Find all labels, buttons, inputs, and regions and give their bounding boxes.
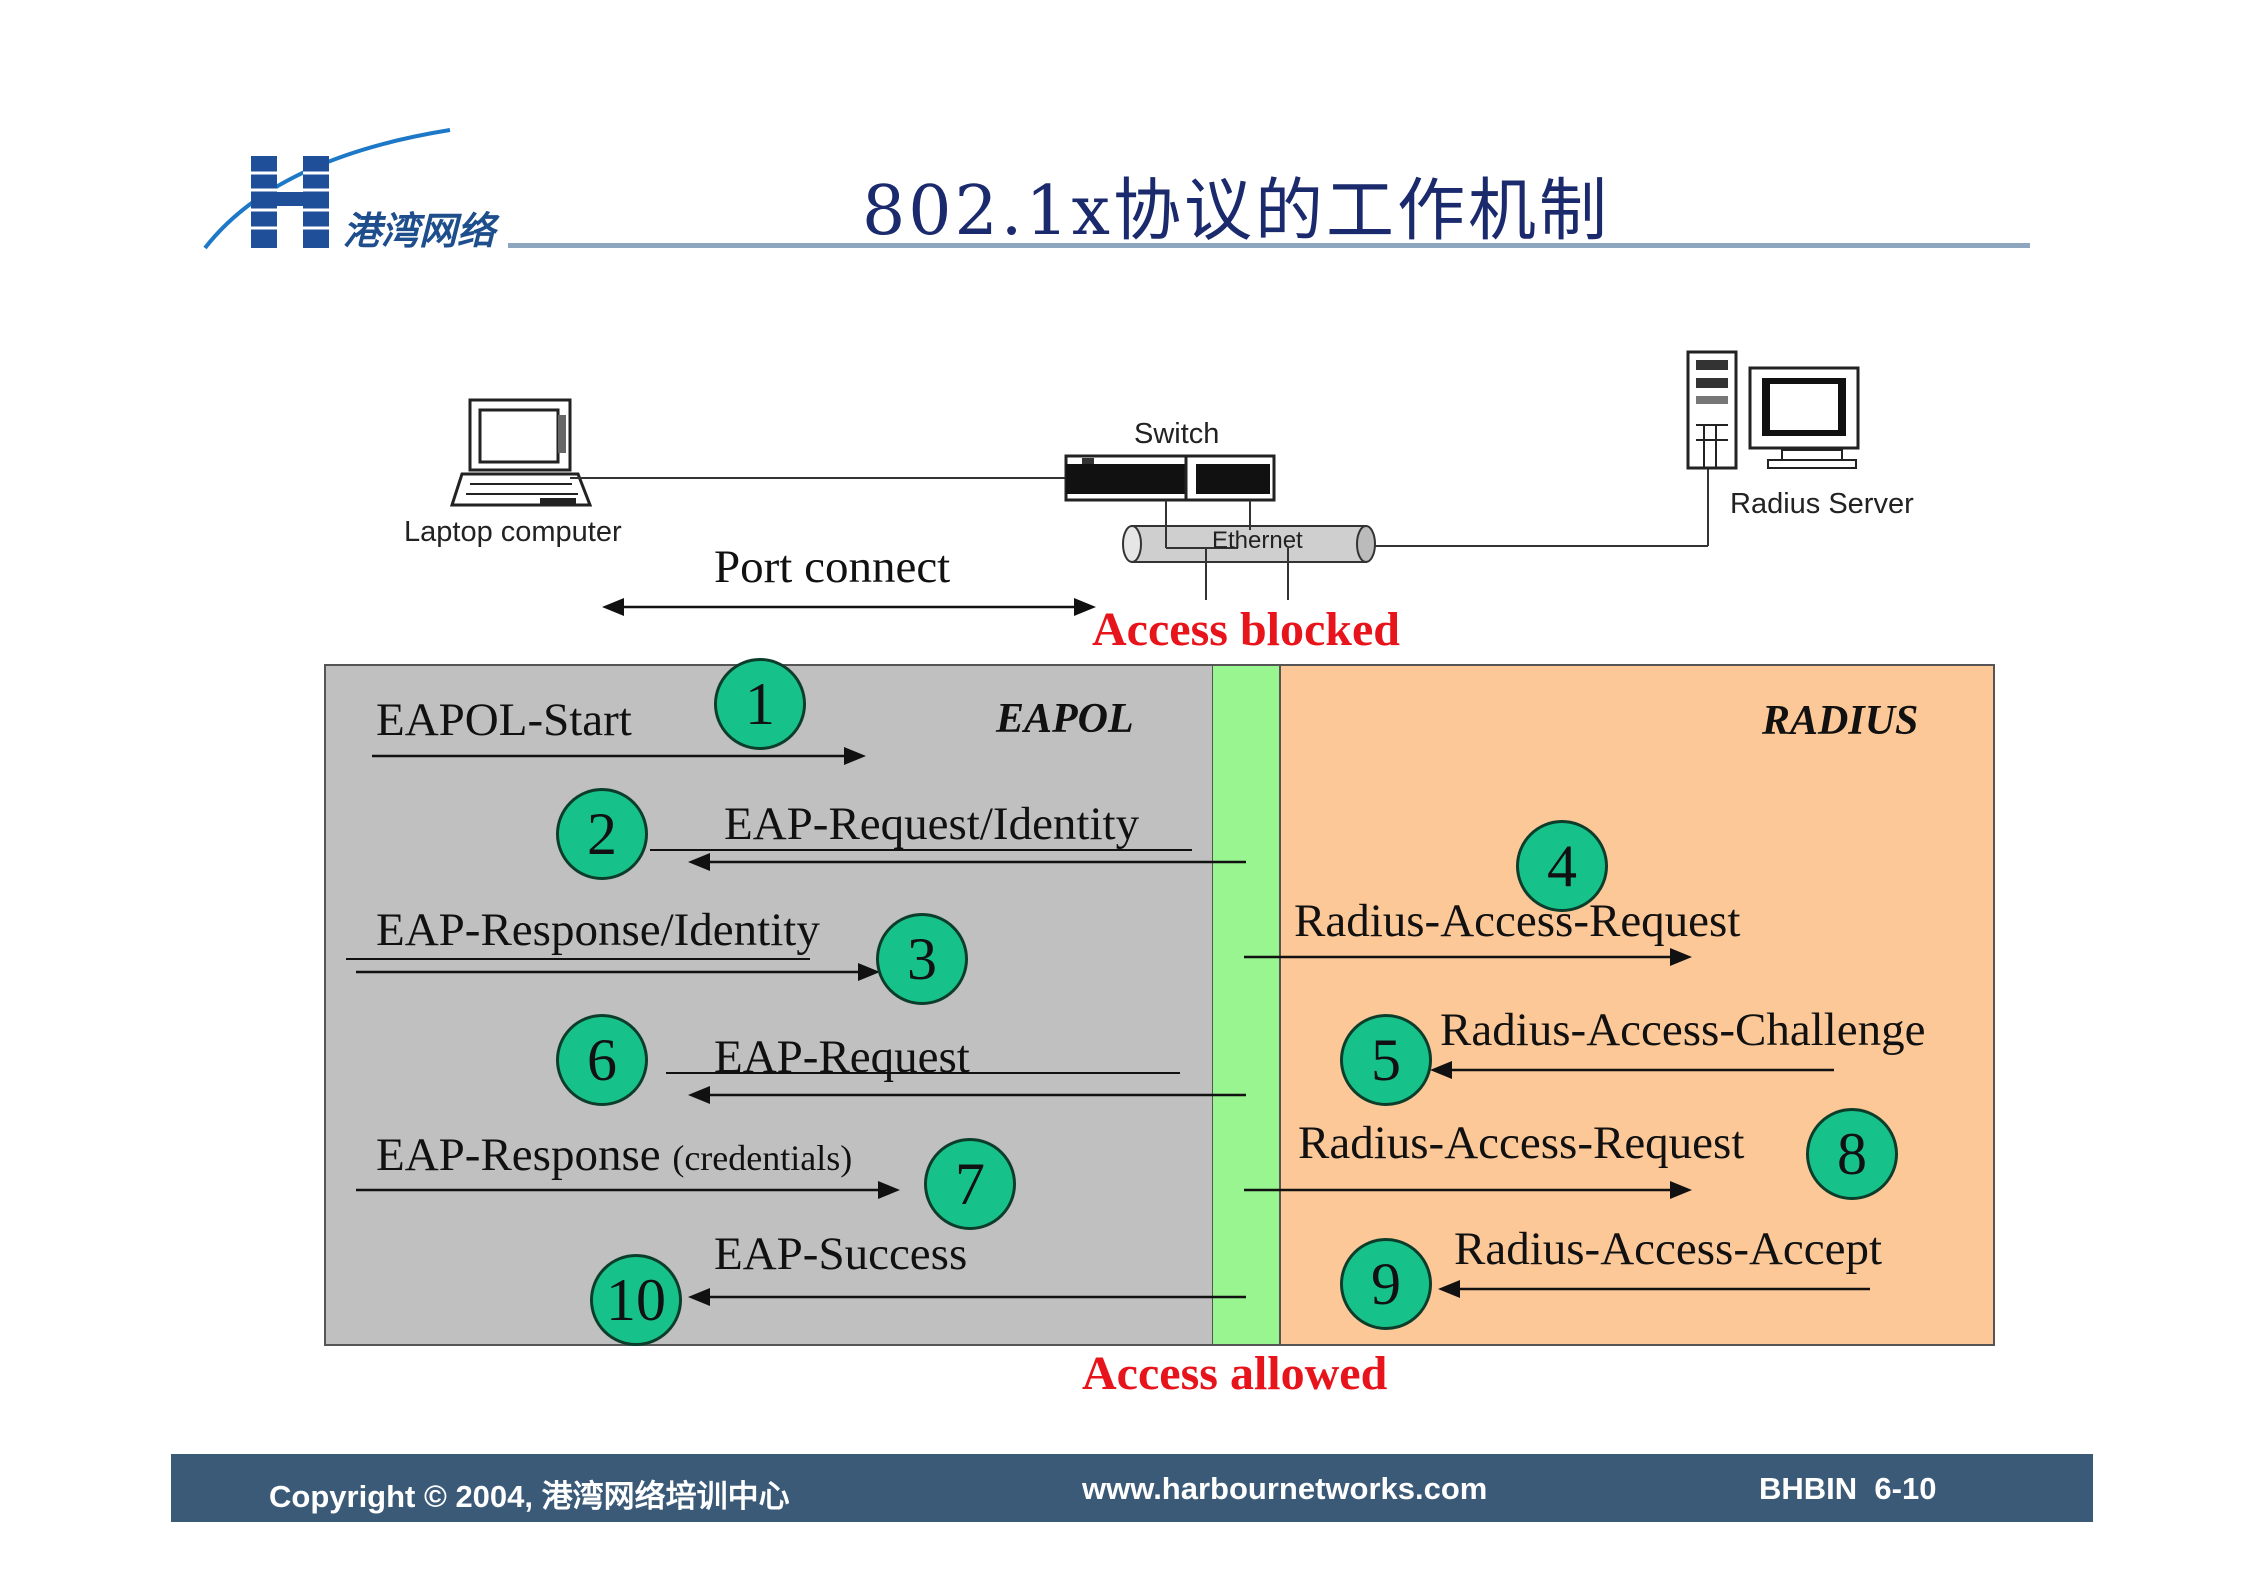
logo: 港湾网络 (195, 118, 515, 258)
footer-page-number: BHBIN 6-10 (1759, 1471, 1937, 1506)
message-label-3: EAP-Response/Identity (376, 904, 820, 956)
step-circle-3: 3 (876, 913, 968, 1005)
message-label-9: Radius-Access-Accept (1454, 1223, 1883, 1275)
radius-server-label: Radius Server (1730, 488, 1914, 520)
step-circle-6: 6 (556, 1014, 648, 1106)
step-circle-8: 8 (1806, 1108, 1898, 1200)
message-label-1: EAPOL-Start (376, 694, 632, 746)
step-circle-10: 10 (590, 1254, 682, 1346)
footer-copyright: Copyright © 2004, 港湾网络培训中心 (269, 1479, 790, 1514)
step-circle-9: 9 (1340, 1238, 1432, 1330)
eapol-label: EAPOL (996, 696, 1134, 742)
message-label-7-text: EAP-Response (376, 1129, 661, 1181)
footer-bar: Copyright © 2004, 港湾网络培训中心 www.harbourne… (171, 1454, 2093, 1522)
title-underline (508, 243, 2030, 248)
logo-mark-icon (203, 128, 451, 250)
message-label-2: EAP-Request/Identity (724, 798, 1140, 850)
laptop-label: Laptop computer (404, 516, 622, 548)
step-circle-7: 7 (924, 1138, 1016, 1230)
message-label-6: EAP-Request (714, 1031, 970, 1083)
footer-website[interactable]: www.harbournetworks.com (1082, 1471, 1488, 1506)
message-label-7-suffix: (credentials) (672, 1138, 853, 1178)
port-region (1213, 664, 1280, 1346)
step-circle-5: 5 (1340, 1014, 1432, 1106)
access-blocked-label: Access blocked (1092, 603, 1400, 656)
switch-icon (1064, 454, 1276, 502)
access-allowed-label: Access allowed (1082, 1347, 1388, 1400)
port-connect-label: Port connect (714, 541, 951, 593)
logo-text: 港湾网络 (343, 209, 496, 253)
port-connect-arrow (602, 598, 1096, 616)
message-label-10: EAP-Success (714, 1228, 968, 1280)
radius-server-icon (1686, 350, 1860, 470)
message-label-7: EAP-Response (credentials) (376, 1132, 852, 1179)
step-circle-4: 4 (1516, 820, 1608, 912)
message-label-4: Radius-Access-Request (1294, 895, 1741, 947)
switch-label: Switch (1134, 418, 1220, 450)
laptop-icon (449, 398, 593, 507)
radius-region (1279, 664, 1995, 1346)
ethernet-label: Ethernet (1212, 527, 1303, 554)
ethernet-bus-icon (1122, 500, 1376, 600)
message-label-8: Radius-Access-Request (1298, 1117, 1745, 1169)
eapol-region (324, 664, 1214, 1346)
step-circle-2: 2 (556, 788, 648, 880)
message-label-5: Radius-Access-Challenge (1440, 1004, 1926, 1056)
page-title: 802.1x协议的工作机制 (862, 172, 1611, 251)
step-circle-1: 1 (714, 658, 806, 750)
radius-label: RADIUS (1762, 698, 1919, 744)
